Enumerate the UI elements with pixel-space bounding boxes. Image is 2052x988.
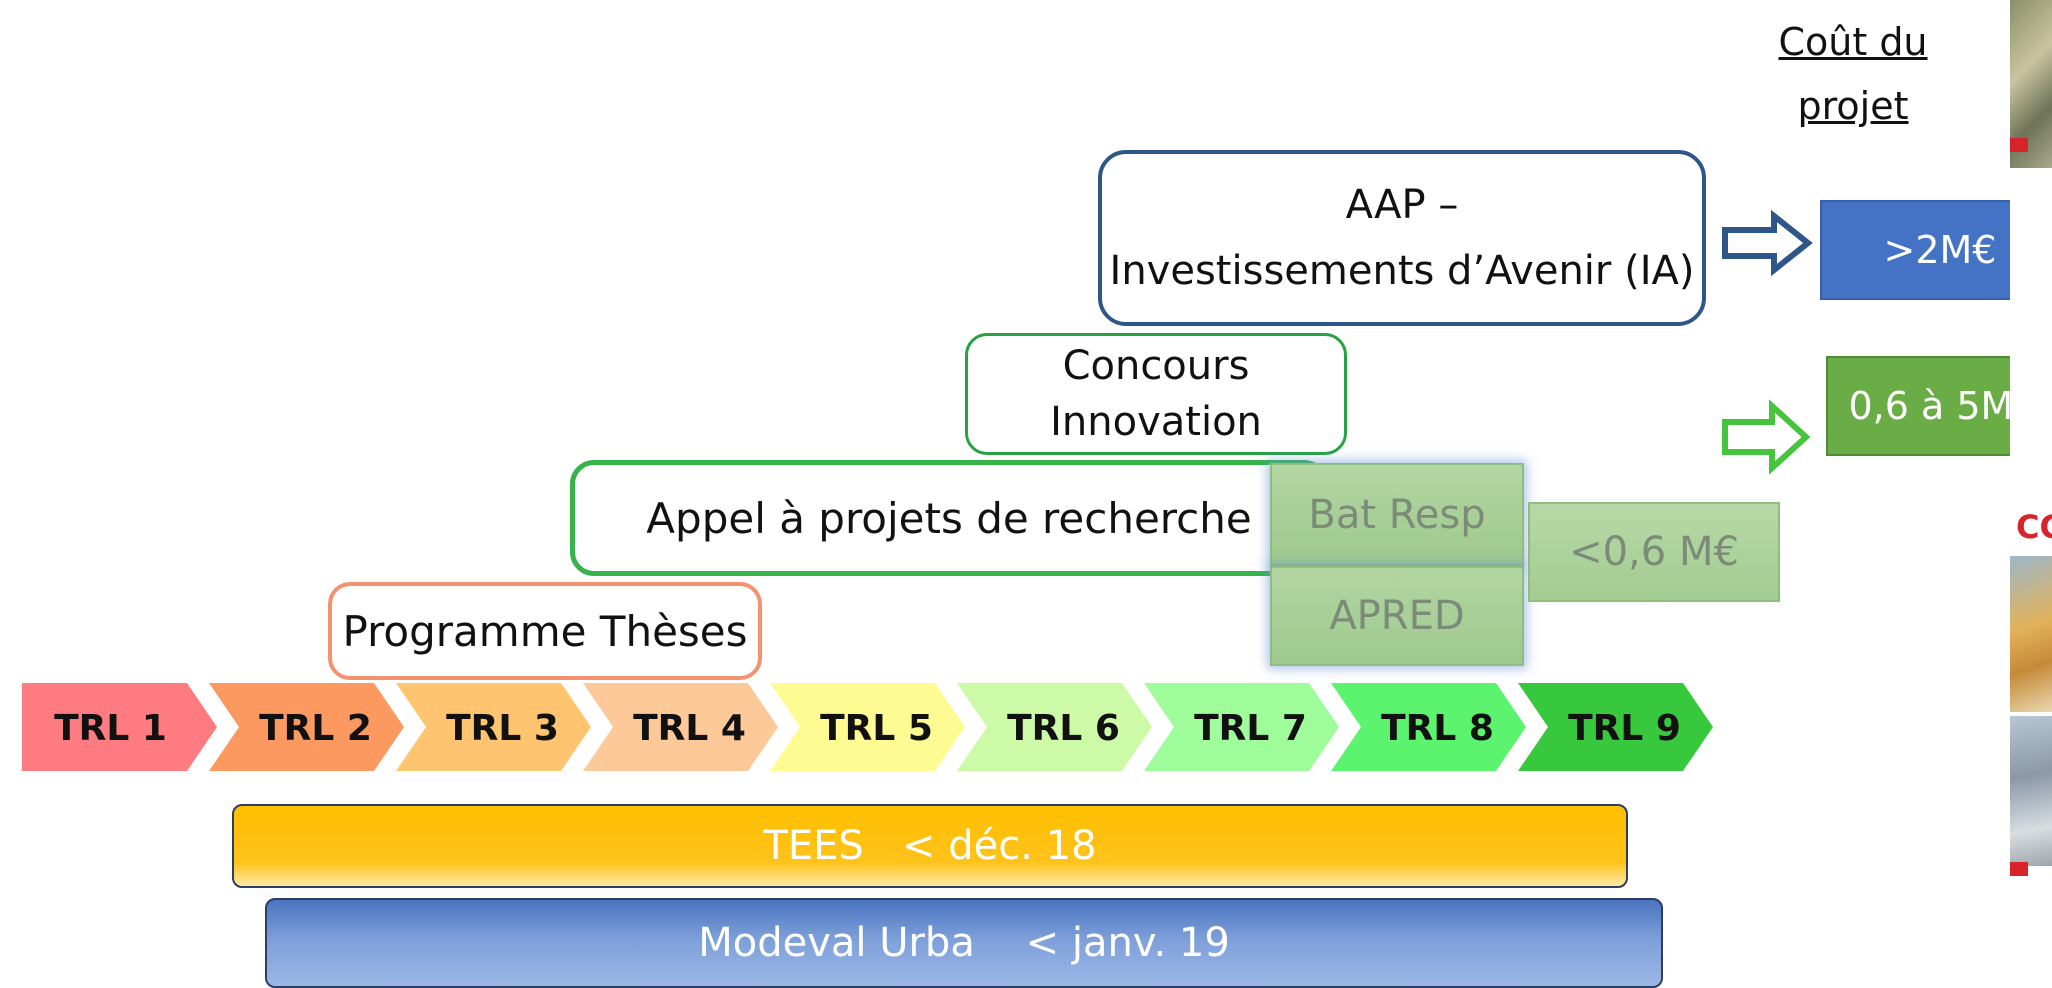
trl-chevron-7: TRL 7 <box>1144 683 1339 771</box>
trl-chevron-5: TRL 5 <box>770 683 965 771</box>
trl-chevron-4: TRL 4 <box>583 683 778 771</box>
trl-chevron-8: TRL 8 <box>1331 683 1526 771</box>
side-photo-strip <box>2010 0 2052 980</box>
trl-chevron-shape <box>1144 683 1339 771</box>
trl-chevron-shape <box>209 683 404 771</box>
trl-chevron-shape <box>22 683 217 771</box>
trl-chevron-shape <box>1518 683 1713 771</box>
cost-mid-label: 0,6 à 5M€ <box>1848 384 2038 428</box>
trl-chevron-shape <box>957 683 1152 771</box>
modeval-label: Modeval Urba < janv. 19 <box>698 920 1230 966</box>
tees-label: TEES < déc. 18 <box>763 823 1097 869</box>
trl-label: TRL 4 <box>633 708 746 749</box>
concours-innovation-box: Concours Innovation <box>965 333 1347 455</box>
trl-chevron-shape <box>1331 683 1526 771</box>
cost-low-label: <0,6 M€ <box>1569 529 1739 575</box>
cost-title-line1: Coût du <box>1778 20 1928 64</box>
cost-title-line2: projet <box>1797 84 1909 128</box>
trl-scale: TRL 1 TRL 2 TRL 3 TRL 4 TRL 5 TRL 6 TRL 7 TRL 8… <box>22 683 1713 771</box>
trl-chevron-6: TRL 6 <box>957 683 1152 771</box>
trl-chevron-shape <box>770 683 965 771</box>
trl-chevron-3: TRL 3 <box>396 683 591 771</box>
modeval-urba-bar: Modeval Urba < janv. 19 <box>265 898 1663 988</box>
trl-chevron-9: TRL 9 <box>1518 683 1713 771</box>
aap-subtitle: Investissements d’Avenir (IA) <box>1109 248 1695 294</box>
bat-resp-box: Bat Resp <box>1270 463 1524 566</box>
concours-line1: Concours <box>1062 343 1250 389</box>
trl-label: TRL 5 <box>820 708 933 749</box>
trl-label: TRL 6 <box>1007 708 1120 749</box>
arrow-right-blue-icon <box>1722 209 1813 277</box>
apred-box: APRED <box>1270 566 1524 666</box>
logo-mark-icon <box>2010 862 2028 876</box>
aap-title: AAP – <box>1345 182 1459 228</box>
aap-ia-box: AAP – Investissements d’Avenir (IA) <box>1098 150 1706 326</box>
bat-resp-label: Bat Resp <box>1308 491 1486 538</box>
trl-chevron-shape <box>583 683 778 771</box>
cost-high-label: >2M€ <box>1883 228 1997 272</box>
programme-theses-label: Programme Thèses <box>342 606 748 656</box>
tees-bar: TEES < déc. 18 <box>232 804 1628 888</box>
logo-mark-icon <box>2010 138 2028 152</box>
trl-label: TRL 3 <box>446 708 559 749</box>
side-cut-text: CC <box>2016 508 2052 546</box>
programme-theses-box: Programme Thèses <box>328 582 762 680</box>
building-photo-3 <box>2010 716 2052 866</box>
concours-line2: Innovation <box>1050 399 1262 445</box>
appel-projets-box: Appel à projets de recherche <box>570 460 1328 576</box>
trl-label: TRL 8 <box>1381 708 1494 749</box>
trl-chevron-2: TRL 2 <box>209 683 404 771</box>
trl-label: TRL 7 <box>1194 708 1307 749</box>
arrow-right-green-icon <box>1722 399 1811 475</box>
cost-column-title: Coût du projet <box>1748 10 1958 138</box>
apred-label: APRED <box>1329 593 1465 639</box>
trl-label: TRL 9 <box>1568 708 1681 749</box>
building-photo-2 <box>2010 556 2052 712</box>
trl-label: TRL 1 <box>54 708 167 749</box>
trl-chevron-shape <box>396 683 591 771</box>
cost-low-box: <0,6 M€ <box>1528 502 1780 602</box>
trl-label: TRL 2 <box>259 708 372 749</box>
appel-projets-label: Appel à projets de recherche <box>646 493 1252 543</box>
trl-chevron-1: TRL 1 <box>22 683 217 771</box>
